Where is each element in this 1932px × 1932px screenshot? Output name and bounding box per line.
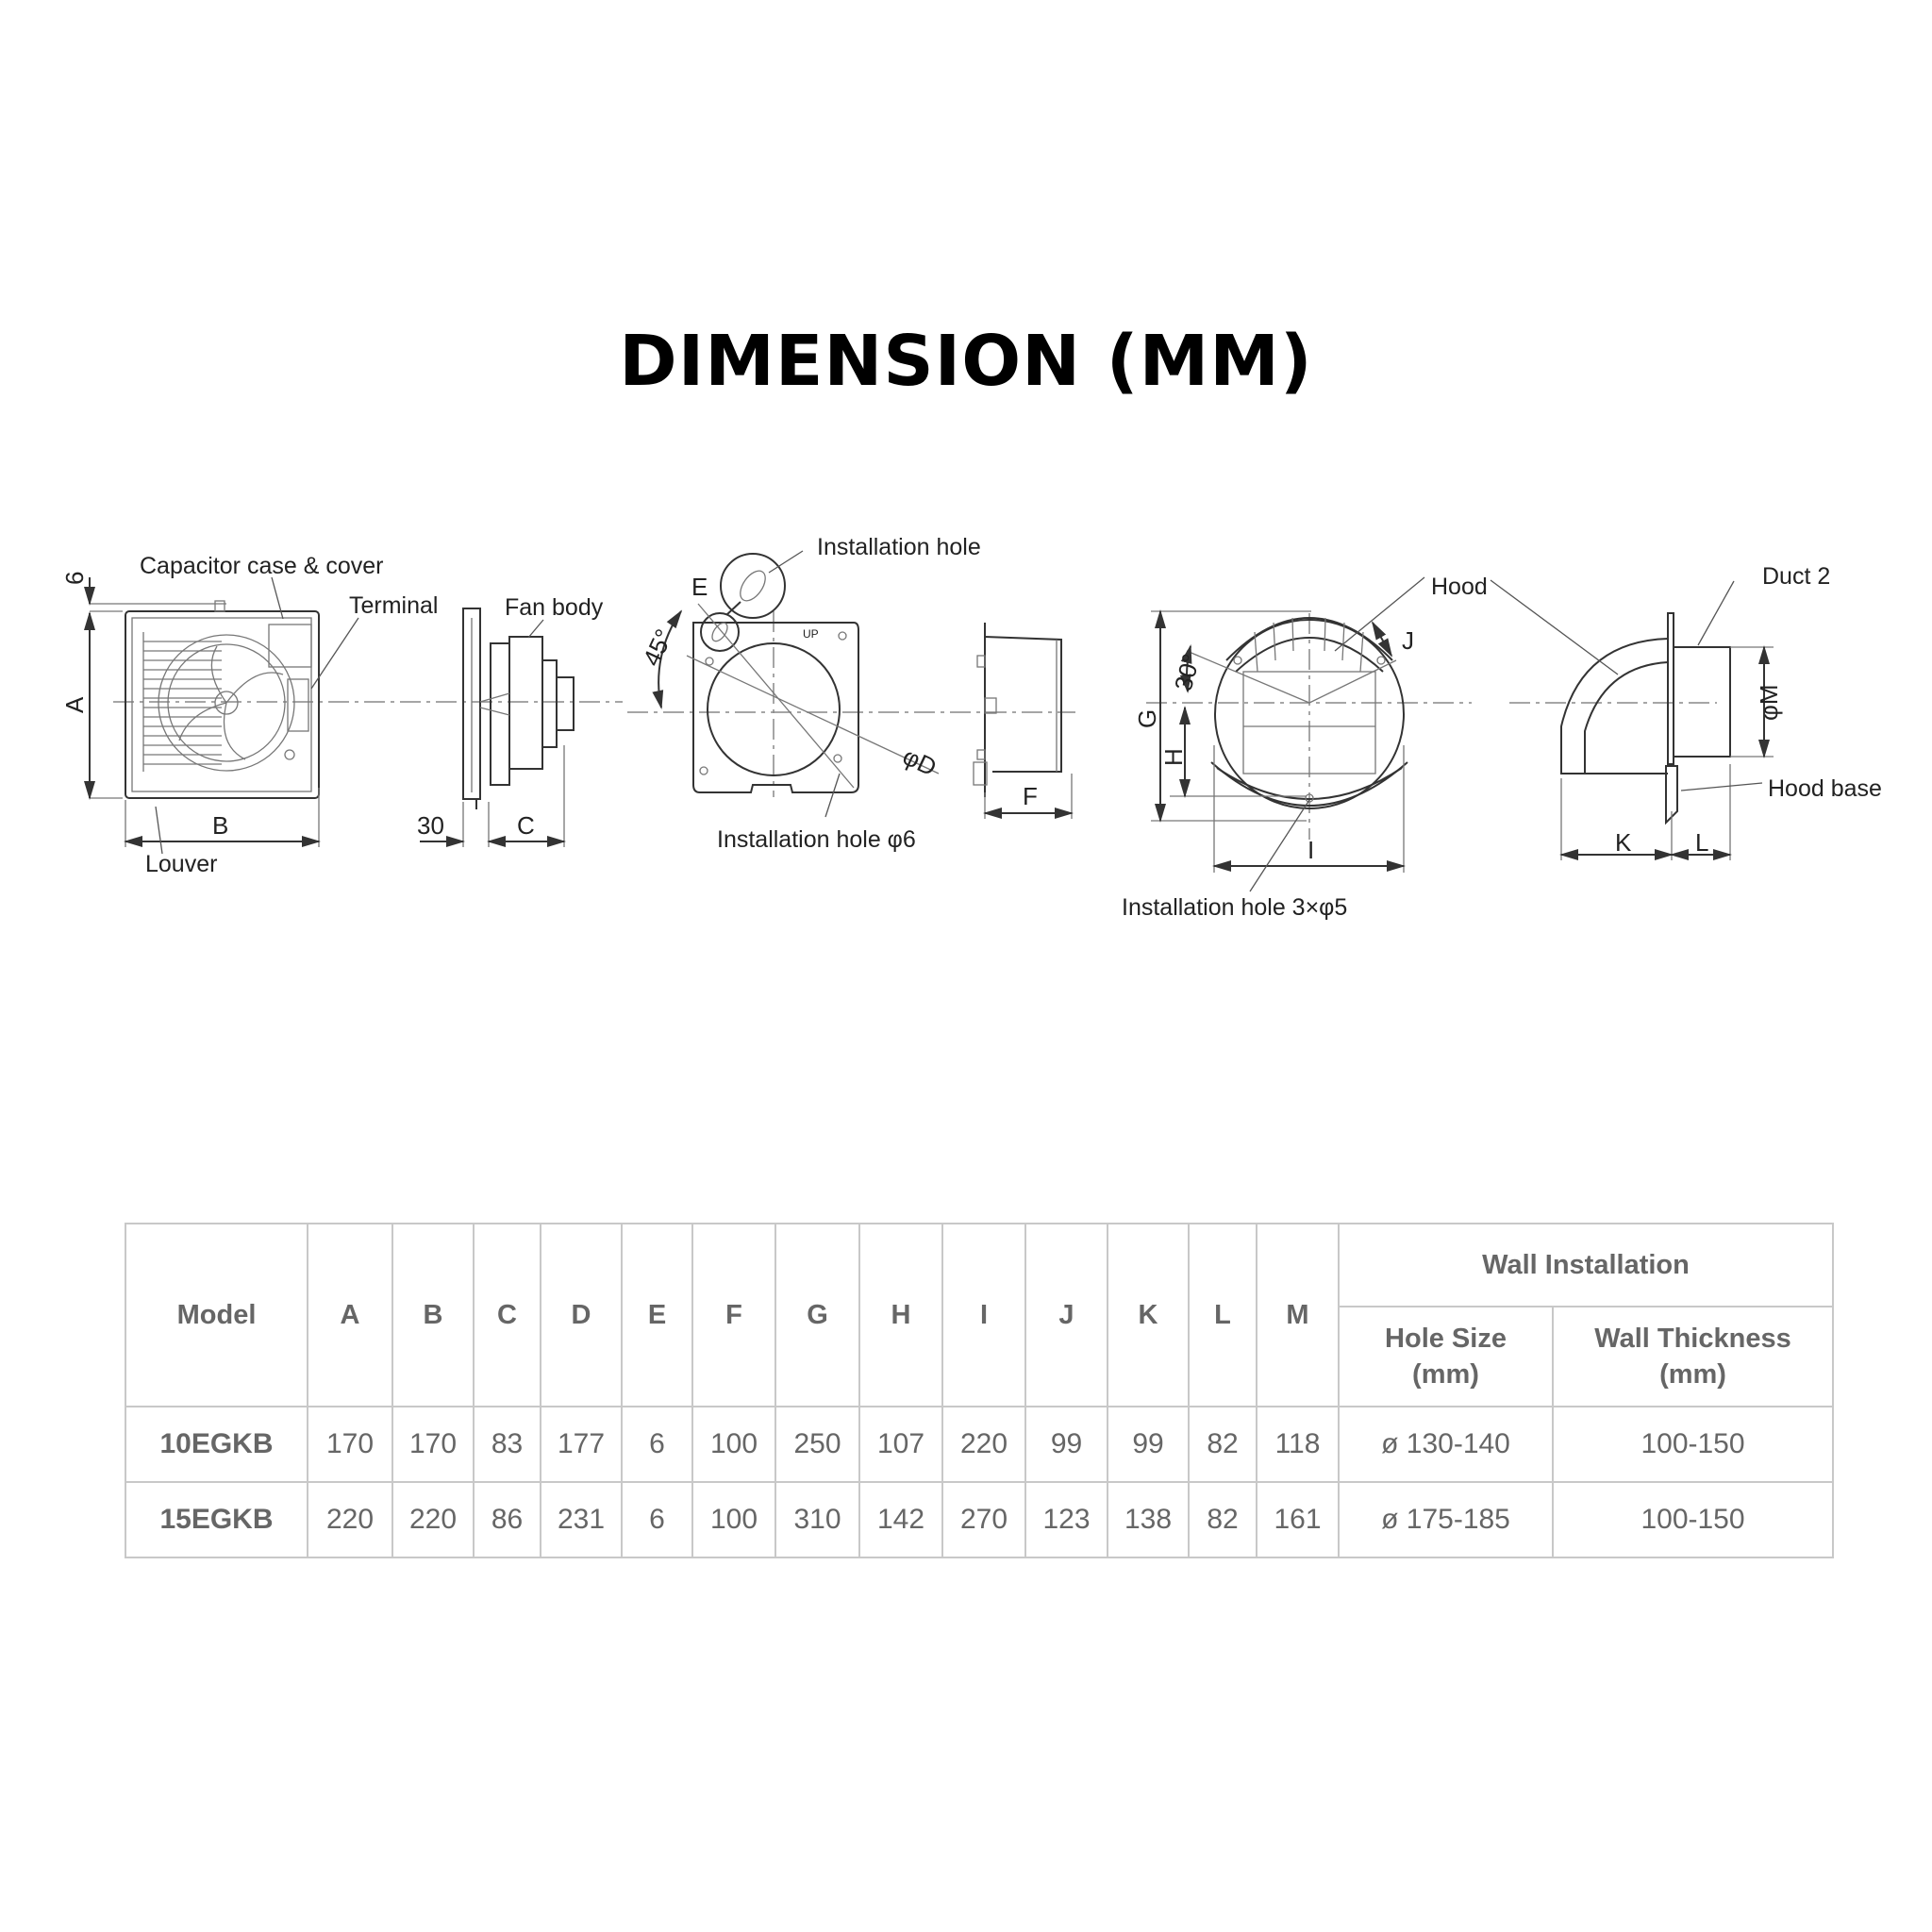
cell-i: 220 — [941, 1406, 1026, 1483]
page-title: DIMENSION (MM) — [619, 321, 1313, 402]
hood-front-drawing — [1146, 576, 1472, 892]
wall-thickness-unit: (mm) — [1659, 1359, 1726, 1390]
cell-hole-size: ø 175-185 — [1338, 1481, 1554, 1558]
side-view-drawing — [420, 608, 575, 847]
cell-e: 6 — [621, 1406, 693, 1483]
header-col-l: L — [1188, 1223, 1257, 1407]
cell-d: 231 — [540, 1481, 623, 1558]
dim-I: I — [1307, 836, 1314, 864]
header-col-j: J — [1024, 1223, 1108, 1407]
cell-e: 6 — [621, 1481, 693, 1558]
dim-30deg: 30° — [1169, 651, 1206, 694]
cell-b: 220 — [391, 1481, 475, 1558]
duct-side-drawing — [973, 623, 1074, 819]
capacitor-label: Capacitor case & cover — [140, 553, 383, 579]
header-col-f: F — [691, 1223, 776, 1407]
table-row: 15EGKB 220 220 86 231 6 100 310 142 270 … — [125, 1481, 1835, 1558]
cell-hole-size: ø 130-140 — [1338, 1406, 1554, 1483]
cell-f: 100 — [691, 1406, 776, 1483]
header-col-e: E — [621, 1223, 693, 1407]
dim-phiM: φM — [1755, 684, 1783, 721]
hole-size-label: Hole Size — [1385, 1324, 1507, 1354]
dim-F: F — [1023, 782, 1038, 810]
dim-A: A — [60, 696, 89, 713]
header-col-k: K — [1107, 1223, 1190, 1407]
header-col-m: M — [1256, 1223, 1340, 1407]
cell-a: 220 — [307, 1481, 393, 1558]
cell-l: 82 — [1188, 1481, 1257, 1558]
cell-b: 170 — [391, 1406, 475, 1483]
table-subheader-row: Hole Size (mm) Wall Thickness (mm) — [125, 1306, 1835, 1407]
dim-B: B — [212, 811, 228, 840]
dimension-table: Model A B C D E F G H I J K L M Wall Ins… — [125, 1223, 1835, 1558]
cell-model: 10EGKB — [125, 1406, 308, 1483]
terminal-label: Terminal — [349, 592, 438, 619]
installation-hole-label: Installation hole — [817, 534, 981, 560]
front-view-drawing — [84, 576, 623, 855]
dim-G: G — [1133, 709, 1161, 728]
dim-K: K — [1615, 828, 1632, 857]
table-row: 10EGKB 170 170 83 177 6 100 250 107 220 … — [125, 1406, 1835, 1483]
cell-d: 177 — [540, 1406, 623, 1483]
dimension-diagram: UP — [60, 534, 1882, 921]
cell-c: 83 — [473, 1406, 541, 1483]
header-col-g: G — [774, 1223, 860, 1407]
cell-h: 107 — [858, 1406, 943, 1483]
cell-j: 123 — [1024, 1481, 1108, 1558]
wall-thickness-label: Wall Thickness — [1594, 1324, 1791, 1354]
header-model: Model — [125, 1223, 308, 1407]
cell-g: 310 — [774, 1481, 860, 1558]
fan-body-label: Fan body — [505, 594, 604, 621]
cell-a: 170 — [307, 1406, 393, 1483]
cell-i: 270 — [941, 1481, 1026, 1558]
dim-H: H — [1159, 748, 1188, 766]
table-header-row: Model A B C D E F G H I J K L M Wall Ins… — [125, 1223, 1835, 1407]
cell-h: 142 — [858, 1481, 943, 1558]
cell-c: 86 — [473, 1481, 541, 1558]
header-wall-thickness: Wall Thickness (mm) — [1551, 1306, 1835, 1407]
cell-g: 250 — [774, 1406, 860, 1483]
cell-m: 161 — [1256, 1481, 1340, 1558]
dim-J: J — [1402, 626, 1414, 655]
header-col-i: I — [941, 1223, 1026, 1407]
louver-label: Louver — [145, 851, 217, 877]
cell-model: 15EGKB — [125, 1481, 308, 1558]
header-hole-size: Hole Size (mm) — [1338, 1306, 1554, 1407]
dim-45deg: 45° — [637, 625, 678, 670]
installation-hole-3phi5-label: Installation hole 3×φ5 — [1122, 894, 1347, 921]
cell-k: 99 — [1107, 1406, 1190, 1483]
cell-wall-thickness: 100-150 — [1551, 1406, 1835, 1483]
cell-j: 99 — [1024, 1406, 1108, 1483]
up-mark: UP — [803, 627, 819, 641]
header-col-h: H — [858, 1223, 943, 1407]
dim-phiD: φD — [898, 741, 941, 781]
dim-C: C — [517, 811, 535, 840]
header-col-b: B — [391, 1223, 475, 1407]
header-col-c: C — [473, 1223, 541, 1407]
dim-30: 30 — [417, 811, 444, 840]
hood-side-drawing — [1490, 579, 1774, 860]
header-col-a: A — [307, 1223, 393, 1407]
dim-L: L — [1695, 828, 1708, 857]
installation-plate-drawing: UP — [627, 550, 1075, 818]
cell-l: 82 — [1188, 1406, 1257, 1483]
installation-hole-phi6-label: Installation hole φ6 — [717, 826, 916, 853]
hole-size-unit: (mm) — [1412, 1359, 1479, 1390]
hood-base-label: Hood base — [1768, 775, 1882, 802]
dim-6: 6 — [60, 572, 89, 585]
cell-k: 138 — [1107, 1481, 1190, 1558]
dim-E: E — [691, 573, 708, 601]
cell-m: 118 — [1256, 1406, 1340, 1483]
cell-f: 100 — [691, 1481, 776, 1558]
header-col-d: D — [540, 1223, 623, 1407]
cell-wall-thickness: 100-150 — [1551, 1481, 1835, 1558]
hood-label: Hood — [1431, 574, 1488, 600]
header-wall-installation: Wall Installation — [1337, 1223, 1835, 1307]
duct2-label: Duct 2 — [1762, 563, 1830, 590]
